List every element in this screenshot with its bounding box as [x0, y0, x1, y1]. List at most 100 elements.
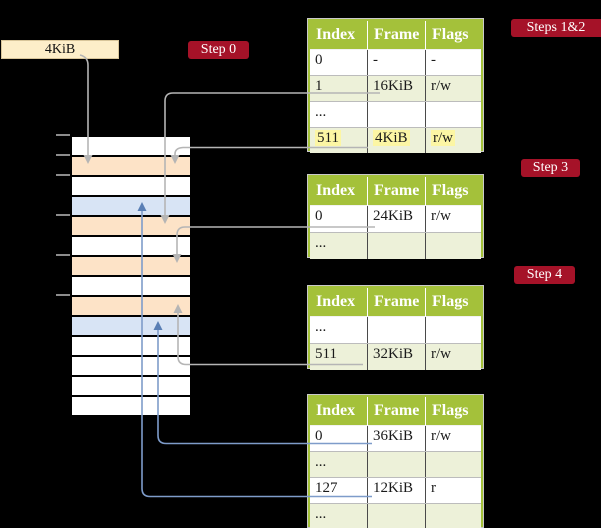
badge-label: Step 0 [200, 42, 237, 57]
badge-step-0: Step 0 [188, 41, 249, 59]
cell-frame: 24KiB [367, 206, 425, 232]
cell-frame: 32KiB [367, 344, 425, 370]
cell-frame: 16KiB [367, 76, 425, 101]
memory-frame-row [71, 375, 191, 395]
column-header: Index [316, 402, 356, 419]
column-header: Index [316, 26, 356, 43]
memory-frame-row [71, 155, 191, 175]
cell-index: ... [315, 506, 327, 522]
badge-step-3: Step 3 [521, 159, 580, 177]
column-header: Frame [367, 177, 425, 205]
cell-flags: r/w [425, 206, 481, 232]
frame-boundary-ticks [56, 134, 70, 296]
cell-index: 0 [315, 428, 323, 444]
cell-flags [425, 102, 481, 127]
cell-index: 511 [310, 128, 367, 153]
table-row: ... [310, 503, 481, 528]
cell-flags [425, 233, 481, 259]
cell-frame [367, 317, 425, 343]
cell-index: ... [315, 104, 327, 120]
memory-frame-row [71, 195, 191, 215]
cell-frame [367, 233, 425, 259]
cell-flags [425, 317, 481, 343]
cell-frame: 36KiB [367, 426, 425, 451]
cell-flags [425, 504, 481, 528]
column-header: Frame [367, 397, 425, 425]
memory-frame-row [71, 295, 191, 315]
table-row: ... [310, 451, 481, 477]
badge-label: Step 3 [532, 160, 569, 175]
memory-frame-row [71, 175, 191, 195]
cell-index: 127 [315, 480, 338, 496]
memory-frame-row [71, 235, 191, 255]
column-header: Flags [425, 21, 481, 49]
table-row: 0 -- [310, 49, 481, 75]
memory-frame-row [71, 255, 191, 275]
column-header: Index [316, 182, 356, 199]
cell-frame [367, 452, 425, 477]
cell-index: ... [315, 235, 327, 251]
column-header: Flags [425, 177, 481, 205]
cell-flags: r/w [425, 76, 481, 101]
column-header: Flags [425, 288, 481, 316]
cell-index: 0 [315, 208, 323, 224]
badge-steps-1-2: Steps 1&2 [511, 19, 601, 37]
table-row: 511 4KiB r/w [310, 127, 481, 153]
memory-frame-row [71, 275, 191, 295]
cell-flags: - [425, 50, 481, 75]
column-header: Frame [367, 21, 425, 49]
memory-frame-row [71, 355, 191, 375]
table-row: ... [310, 101, 481, 127]
cell-frame: 12KiB [367, 478, 425, 503]
cell-frame [367, 102, 425, 127]
highlighted-value: 511 [315, 130, 341, 146]
cell-flags: r [425, 478, 481, 503]
badge-label: Step 4 [526, 267, 563, 282]
memory-frame-row [71, 395, 191, 415]
memory-frame-row [71, 215, 191, 235]
page-size-box: 4KiB [1, 40, 119, 59]
cell-flags: r/w [425, 426, 481, 451]
highlighted-value: 4KiB [373, 130, 410, 146]
highlighted-value: r/w [431, 130, 455, 146]
cell-index: 511 [315, 346, 337, 362]
cell-index: ... [315, 454, 327, 470]
badge-label: Steps 1&2 [526, 20, 586, 35]
cell-index: 1 [315, 78, 323, 94]
column-header: Frame [367, 288, 425, 316]
table-row: ... [310, 316, 481, 343]
cell-frame: - [367, 50, 425, 75]
cell-flags [425, 452, 481, 477]
badge-step-4: Step 4 [514, 266, 575, 284]
cell-frame: 4KiB [367, 128, 425, 153]
memory-frame-row [71, 135, 191, 155]
table-row: ... [310, 232, 481, 259]
cell-flags: r/w [425, 128, 481, 153]
memory-frame-row [71, 335, 191, 355]
cell-index: ... [315, 319, 327, 335]
memory-frame-row [71, 315, 191, 335]
memory-stack [71, 135, 191, 417]
cell-frame [367, 504, 425, 528]
page-size-label: 4KiB [44, 41, 76, 57]
column-header: Index [316, 293, 356, 310]
cell-index: 0 [315, 52, 323, 68]
